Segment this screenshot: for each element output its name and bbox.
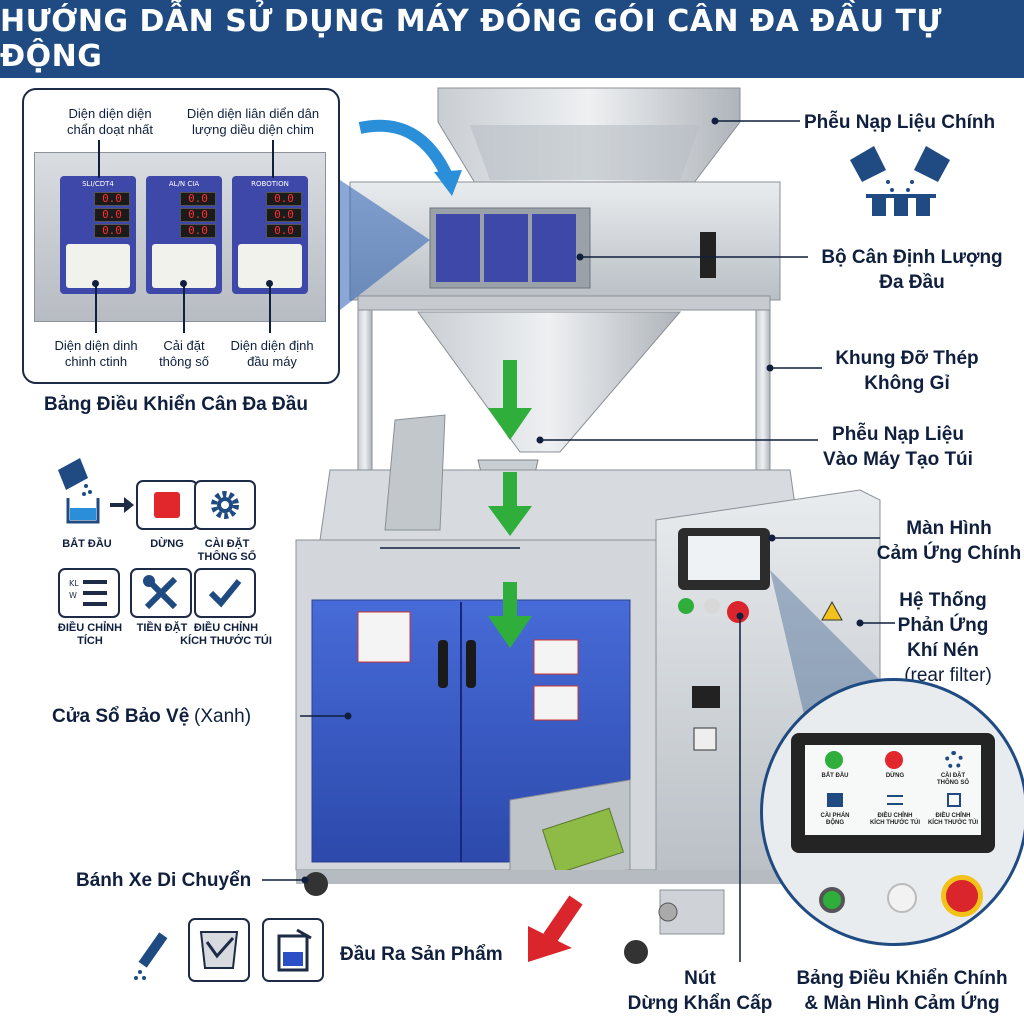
bag-window-icon: [947, 793, 961, 807]
controller-display: 0.0: [180, 192, 216, 206]
inset-leader-dot: [180, 280, 187, 287]
controller-display: 0.0: [180, 224, 216, 238]
play-icon[interactable]: [825, 751, 843, 769]
inset-leader-dot: [266, 280, 273, 287]
caster-wheel-right: [624, 940, 648, 964]
control-panel-zoom: BẮT ĐẦU DỪNG CÀI ĐẶT THÔNG SỐ CÀI PHÁN Đ…: [760, 678, 1024, 946]
label-steel-frame: Khung Đỡ Thép Không Gỉ: [835, 348, 979, 394]
checkmark-icon: [208, 579, 242, 608]
inset-leader: [98, 140, 100, 178]
gear-icon: [211, 491, 239, 519]
label-safety-window-note: (Xanh): [194, 706, 252, 727]
label-main-hopper: Phễu Nạp Liệu Chính: [804, 112, 996, 133]
controller-display: 0.0: [266, 192, 302, 206]
sliders-icon: [887, 795, 903, 805]
inset-caption: Bảng Điều Khiển Cân Đa Đầu: [44, 394, 308, 415]
label-touch-screen: Màn Hình Cảm Ứng Chính: [876, 518, 1022, 564]
zoom-screen-content: BẮT ĐẦU DỪNG CÀI ĐẶT THÔNG SỐ CÀI PHÁN Đ…: [805, 745, 981, 835]
svg-text:KL: KL: [69, 579, 79, 588]
step-caption: TIỀN ĐẶT: [136, 622, 188, 634]
inset-leader: [183, 283, 185, 333]
controller-display: 0.0: [266, 224, 302, 238]
zoom-item[interactable]: ĐIỀU CHỈNH KÍCH THƯỚC TÚI: [927, 813, 979, 826]
step-caption: ĐIỀU CHỈNH KÍCH THƯỚC TÚI: [180, 622, 272, 647]
stop-icon[interactable]: [885, 751, 903, 769]
label-wheels: Bánh Xe Di Chuyển: [76, 870, 252, 891]
label-pneumatic-note: (rear filter): [904, 665, 992, 686]
controller-display: 0.0: [266, 208, 302, 222]
settings-gear-icon[interactable]: [945, 751, 963, 769]
controller-display: 0.0: [180, 208, 216, 222]
list-adjust-icon: KL W: [69, 579, 107, 606]
feed-arrow-blue: [358, 119, 454, 181]
zoom-item[interactable]: DỪNG: [885, 773, 905, 779]
pillow-pouch-icon: [199, 931, 239, 969]
zoom-item[interactable]: CÀI ĐẶT THÔNG SỐ: [936, 773, 969, 786]
svg-text:W: W: [69, 591, 77, 600]
zoom-item[interactable]: ĐIỀU CHỈNH KÍCH THƯỚC TÚI: [869, 813, 921, 826]
inset-leader: [272, 140, 274, 178]
label-emergency-stop: Nút Dừng Khẩn Cấp: [627, 968, 773, 1014]
step-caption: ĐIỀU CHỈNH TÍCH: [57, 622, 123, 647]
controller-tag: SLI/CDT4: [82, 180, 114, 188]
inset-label-bottom-mid: Cải đặt thông số: [159, 338, 209, 369]
weigh-controller-2: AL/N CIA 0.0 0.0 0.0: [146, 176, 222, 294]
indicator-lamp: [887, 883, 917, 913]
step-caption: BẮT ĐẦU: [62, 538, 112, 550]
page-title: HƯỚNG DẪN SỬ DỤNG MÁY ĐÓNG GÓI CÂN ĐA ĐẦ…: [0, 4, 942, 74]
shirt-icon: [827, 793, 843, 807]
stop-square-icon: [154, 492, 180, 518]
label-product-output: Đầu Ra Sản Phẩm: [340, 944, 503, 965]
label-multihead-weigher: Bộ Cân Định Lượng Đa Đầu: [821, 247, 1003, 293]
weigh-controller-1: SLI/CDT4 0.0 0.0 0.0: [60, 176, 136, 294]
label-bag-funnel: Phễu Nạp Liệu Vào Máy Tạo Túi: [823, 424, 973, 470]
flow-arrow-green-2: [488, 472, 532, 536]
inset-label-top-left: Diện diện diện chẩn doạt nhất: [66, 106, 154, 137]
start-button[interactable]: [819, 887, 845, 913]
zoom-touch-screen: BẮT ĐẦU DỪNG CÀI ĐẶT THÔNG SỐ CÀI PHÁN Đ…: [791, 733, 995, 853]
adjust-step-box: KL W: [58, 568, 120, 618]
preset-step-box: [130, 568, 192, 618]
emergency-stop-button[interactable]: [941, 875, 983, 917]
inset-leader: [95, 283, 97, 333]
controller-display: 0.0: [94, 192, 130, 206]
label-main-control-panel: Bảng Điều Khiển Chính & Màn Hình Cảm Ứng: [796, 968, 1008, 1014]
pour-jugs-icon: [850, 146, 950, 216]
caster-wheel-left: [304, 872, 328, 896]
controller-tag: ROBOTION: [251, 180, 289, 188]
controller-display: 0.0: [94, 224, 130, 238]
pour-bag-icon: [58, 458, 100, 524]
controller-display: 0.0: [94, 208, 130, 222]
flow-arrow-green-3: [488, 582, 532, 648]
weigh-controller-3: ROBOTION 0.0 0.0 0.0: [232, 176, 308, 294]
inset-leader-dot: [92, 280, 99, 287]
tools-icon: [143, 575, 178, 610]
label-pneumatic-system: Hệ Thống Phản Ứng Khí Nén: [897, 590, 989, 661]
steel-frame-left: [357, 299, 373, 491]
zoom-item[interactable]: CÀI PHÁN ĐỘNG: [820, 813, 850, 826]
settings-step-box: [194, 480, 256, 530]
stick-pack-icon: [134, 932, 168, 980]
step-caption: DỪNG: [150, 538, 184, 550]
controller-tag: AL/N CIA: [168, 180, 200, 188]
pouch-box: [188, 918, 250, 982]
inset-label-bottom-right: Diện diện định đầu máy: [230, 338, 314, 369]
label-safety-window: Cửa Sổ Bảo Vệ: [52, 706, 190, 727]
inset-leader: [269, 283, 271, 333]
step-caption: CÀI ĐẶT THÔNG SỐ: [197, 538, 257, 563]
filled-sachet-icon: [277, 928, 312, 972]
cone-funnel: [417, 311, 682, 453]
next-arrow-icon: [110, 497, 134, 513]
flow-arrow-green-1: [488, 360, 532, 440]
stop-step-box: [136, 480, 198, 530]
output-arrow-red: [528, 895, 583, 962]
zoom-item[interactable]: BẮT ĐẦU: [821, 773, 849, 779]
sachet-box: [262, 918, 324, 982]
inset-label-top-right: Diện diện liân diển dân lượng diều diện …: [186, 106, 320, 137]
header-bar: HƯỚNG DẪN SỬ DỤNG MÁY ĐÓNG GÓI CÂN ĐA ĐẦ…: [0, 0, 1024, 78]
inset-label-bottom-left: Diện diện dinh chinh ctinh: [54, 338, 138, 369]
steel-frame-right: [755, 299, 771, 491]
bag-size-step-box: [194, 568, 256, 618]
